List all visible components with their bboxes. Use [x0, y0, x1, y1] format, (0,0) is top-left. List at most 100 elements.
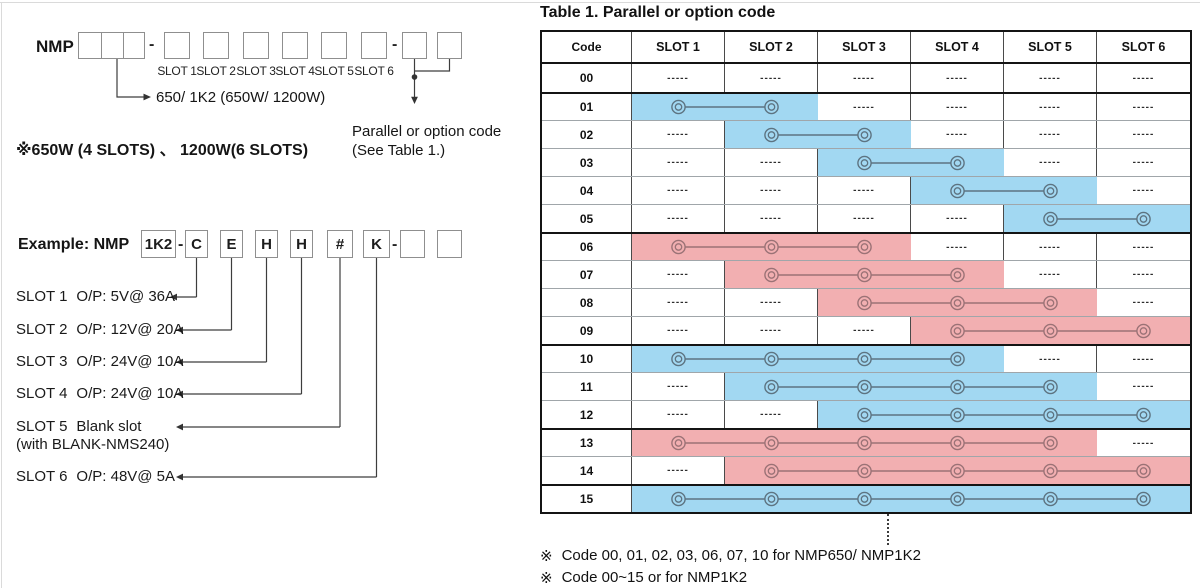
- model-slot1-box: [164, 32, 190, 59]
- parallel-band: [725, 261, 1004, 288]
- page-border-left: [1, 2, 2, 588]
- slot-cell: -----: [1004, 64, 1097, 92]
- parallel-connection-graphic: [764, 463, 1151, 478]
- table-row-02: 02--------------------: [542, 120, 1190, 148]
- code-cell: 09: [542, 317, 632, 344]
- slot5-mini-label: SLOT 5: [314, 64, 354, 78]
- table-row-13: 13-----: [542, 428, 1190, 456]
- slot-cell: -----: [725, 64, 818, 92]
- slot-cell: -----: [1132, 185, 1155, 196]
- slot2-mini-label: SLOT 2: [196, 64, 236, 78]
- code-cell: 06: [542, 234, 632, 260]
- slot-name: SLOT 3: [16, 353, 68, 370]
- arrowhead-left-icon: [176, 423, 183, 431]
- code-cell: 12: [542, 401, 632, 428]
- parallel-connection-graphic: [764, 379, 1058, 394]
- slot-cell: -----: [1004, 261, 1097, 288]
- slot-cell: -----: [911, 205, 1004, 232]
- parallel-connection-graphic: [857, 295, 1058, 310]
- parallel-band: [632, 234, 911, 260]
- parallel-band: [632, 94, 818, 120]
- table-row-08: 08---------------: [542, 288, 1190, 316]
- slot-cell: -----: [1132, 72, 1155, 84]
- parallel-connection-graphic: [857, 155, 965, 170]
- slot-cell: -----: [725, 289, 818, 316]
- table-title: Table 1. Parallel or option code: [540, 4, 776, 21]
- wattage-code-box: [78, 32, 145, 59]
- parallel-connection-graphic: [671, 99, 779, 115]
- option-code-box-1: [402, 32, 427, 59]
- model-dash-2: -: [392, 36, 398, 53]
- slot-cell: -----: [725, 205, 818, 232]
- slot-cell: -----: [632, 289, 725, 316]
- arrowhead-left-icon: [170, 293, 177, 301]
- slot-cell: -----: [1132, 381, 1155, 392]
- slot-cell: -----: [911, 94, 1004, 120]
- parallel-band: [632, 486, 1190, 512]
- page-border-top: [0, 2, 1200, 3]
- table-row-03: 03--------------------: [542, 148, 1190, 176]
- parallel-band: [632, 430, 1097, 456]
- model-dash-1: -: [149, 36, 155, 53]
- table-row-15: 15: [542, 484, 1190, 512]
- slot-name: SLOT 6: [16, 468, 68, 485]
- model-slot5-box: [321, 32, 347, 59]
- example-slot2-code-box: E: [220, 230, 243, 258]
- parallel-band: [911, 317, 1190, 344]
- slot-cell: -----: [632, 205, 725, 232]
- parallel-connection-graphic: [1043, 211, 1151, 226]
- slot-cell: -----: [818, 205, 911, 232]
- connector-lines: [116, 59, 451, 481]
- slot-cell: -----: [632, 317, 725, 344]
- table-row-00: 00------------------------------: [542, 64, 1190, 92]
- table-row-07: 07---------------: [542, 260, 1190, 288]
- slot-cell: -----: [725, 401, 818, 428]
- slot-cell: -----: [818, 177, 911, 204]
- arrowhead-down-icon: [411, 96, 418, 104]
- slot-cell: -----: [632, 261, 725, 288]
- slot-name: SLOT 4: [16, 385, 68, 402]
- example-slot3-code-box: H: [255, 230, 278, 258]
- slot-desc: O/P: 5V@ 36A: [76, 288, 176, 305]
- table-row-14: 14-----: [542, 456, 1190, 484]
- code-cell: 08: [542, 289, 632, 316]
- parallel-connection-graphic: [671, 491, 1151, 507]
- parallel-connection-graphic: [671, 351, 965, 367]
- model-slot6-box: [361, 32, 387, 59]
- parallel-connection-graphic: [857, 407, 1151, 422]
- model-slot3-box: [243, 32, 269, 59]
- slot-cell: -----: [911, 234, 1004, 260]
- arrowhead-left-icon: [176, 326, 183, 334]
- wattage-note: ※650W (4 SLOTS) 、 1200W(6 SLOTS): [16, 142, 309, 159]
- slot5-output-label-line2: (with BLANK-NMS240): [16, 436, 169, 453]
- parallel-band: [725, 121, 911, 148]
- col-header-slot4: SLOT 4: [911, 32, 1004, 62]
- code-cell: 00: [542, 64, 632, 92]
- table-row-04: 04--------------------: [542, 176, 1190, 204]
- dotted-continuation-line: [887, 514, 889, 545]
- slot-cell: -----: [632, 401, 725, 428]
- col-header-slot5: SLOT 5: [1004, 32, 1097, 62]
- arrowhead-right-icon: [143, 93, 151, 101]
- parallel-callout-line1: Parallel or option code: [352, 123, 502, 140]
- model-slot4-box: [282, 32, 308, 59]
- example-slot6-code-box: K: [363, 230, 390, 258]
- parallel-band: [725, 457, 1190, 484]
- slot-cell: -----: [1004, 346, 1097, 372]
- slot-cell: -----: [1004, 234, 1097, 260]
- code-cell: 10: [542, 346, 632, 372]
- note-text: Code 00, 01, 02, 03, 06, 07, 10 for NMP6…: [561, 547, 921, 564]
- example-slot1-code-box: C: [185, 230, 208, 258]
- slot-cell: -----: [911, 121, 1004, 148]
- col-header-slot1: SLOT 1: [632, 32, 725, 62]
- slot-name: SLOT 2: [16, 321, 68, 338]
- slot-cell: -----: [818, 317, 911, 344]
- example-dash-2: -: [392, 236, 398, 253]
- parallel-connection-graphic: [764, 127, 872, 142]
- slot1-mini-label: SLOT 1: [157, 64, 197, 78]
- model-slot2-box: [203, 32, 229, 59]
- slot-desc: O/P: 48V@ 5A: [76, 468, 176, 485]
